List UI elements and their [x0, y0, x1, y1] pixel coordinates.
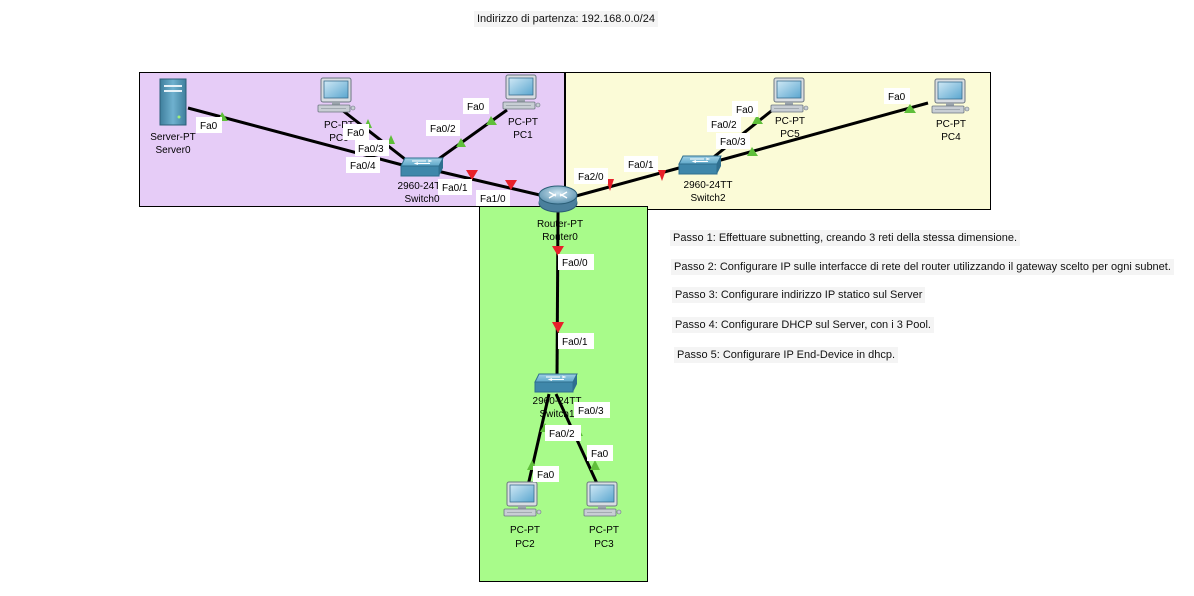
port-label: Fa0 — [467, 102, 485, 113]
device-type-label: Router-PT — [537, 219, 583, 230]
port-label: Fa0/1 — [628, 160, 654, 171]
instruction-step-1: Passo 1: Effettuare subnetting, creando … — [670, 230, 1021, 246]
port-label: Fa0 — [537, 470, 555, 481]
link-up-indicator — [486, 116, 497, 125]
port-label: Fa0/1 — [562, 337, 588, 348]
device-type-label: PC-PT — [324, 120, 354, 131]
device-type-label: 2960-24TT — [398, 181, 447, 192]
link-switch0-router0[interactable] — [432, 168, 545, 198]
link-down-indicator — [658, 170, 666, 181]
device-type-label: 2960-24TT — [533, 396, 582, 407]
device-type-label: 2960-24TT — [684, 180, 733, 191]
pc5[interactable] — [770, 77, 809, 113]
link-down-indicator — [552, 322, 564, 333]
port-label: Fa0 — [888, 92, 906, 103]
pc0[interactable] — [317, 77, 356, 113]
link-up-indicator — [904, 104, 916, 113]
device-name-label: PC3 — [594, 539, 614, 550]
device-name-label: PC4 — [941, 132, 961, 143]
port-label: Fa0 — [736, 105, 754, 116]
device-type-label: PC-PT — [508, 117, 538, 128]
instruction-step-2: Passo 2: Configurare IP sulle interfacce… — [671, 259, 1174, 275]
link-down-indicator — [466, 170, 478, 180]
port-label: Fa0/1 — [442, 183, 468, 194]
device-name-label: Router0 — [542, 232, 578, 243]
device-name-label: PC2 — [515, 539, 535, 550]
device-type-label: PC-PT — [775, 116, 805, 127]
device-name-label: PC1 — [513, 130, 533, 141]
port-label: Fa0 — [591, 449, 609, 460]
device-name-label: Server0 — [155, 145, 190, 156]
device-type-label: PC-PT — [510, 525, 540, 536]
link-down-indicator — [552, 246, 564, 256]
device-name-label: Switch1 — [539, 409, 574, 420]
pc3[interactable] — [583, 481, 622, 517]
switch1[interactable] — [534, 373, 578, 393]
link-up-indicator — [456, 138, 466, 147]
server0[interactable] — [159, 78, 187, 126]
switch0[interactable] — [400, 157, 444, 177]
link-switch2-pc4[interactable] — [709, 101, 929, 165]
instruction-step-3: Passo 3: Configurare indirizzo IP static… — [672, 287, 926, 303]
port-label: Fa0/4 — [350, 161, 376, 172]
pc1[interactable] — [502, 74, 541, 110]
link-up-indicator — [752, 115, 763, 124]
port-label: Fa0/3 — [358, 144, 384, 155]
diagram-title: Indirizzo di partenza: 192.168.0.0/24 — [474, 11, 658, 27]
port-label: Fa0/2 — [430, 124, 456, 135]
link-down-indicator — [505, 180, 517, 190]
link-switch1-pc2[interactable] — [525, 393, 551, 491]
link-router0-switch2[interactable] — [575, 163, 691, 198]
link-switch1-pc3[interactable] — [554, 393, 602, 491]
instruction-step-4: Passo 4: Configurare DHCP sul Server, co… — [672, 317, 934, 333]
device-name-label: Switch2 — [690, 193, 725, 204]
link-up-indicator — [747, 147, 758, 156]
device-name-label: Switch0 — [404, 194, 439, 205]
link-router0-switch1[interactable] — [555, 211, 560, 379]
port-label: Fa0/0 — [562, 258, 588, 269]
port-label: Fa0/3 — [578, 406, 604, 417]
port-label: Fa0 — [200, 121, 218, 132]
port-label: Fa0 — [347, 128, 365, 139]
switch2[interactable] — [678, 155, 722, 175]
port-label: Fa0/2 — [549, 429, 575, 440]
link-pc0-switch0[interactable] — [341, 108, 411, 165]
device-name-label: PC0 — [329, 133, 349, 144]
device-type-label: PC-PT — [936, 119, 966, 130]
port-label: Fa0/3 — [720, 137, 746, 148]
port-label: Fa1/0 — [480, 194, 506, 205]
port-label: Fa2/0 — [578, 172, 604, 183]
pc4[interactable] — [931, 78, 970, 114]
port-label: Fa0/2 — [711, 120, 737, 131]
pc2[interactable] — [503, 481, 542, 517]
router0[interactable] — [538, 185, 578, 213]
link-up-indicator — [590, 460, 600, 470]
device-name-label: PC5 — [780, 129, 800, 140]
link-pc1-switch0[interactable] — [432, 108, 508, 165]
device-type-label: Server-PT — [150, 132, 196, 143]
instruction-step-5: Passo 5: Configurare IP End-Device in dh… — [674, 347, 899, 363]
device-type-label: PC-PT — [589, 525, 619, 536]
